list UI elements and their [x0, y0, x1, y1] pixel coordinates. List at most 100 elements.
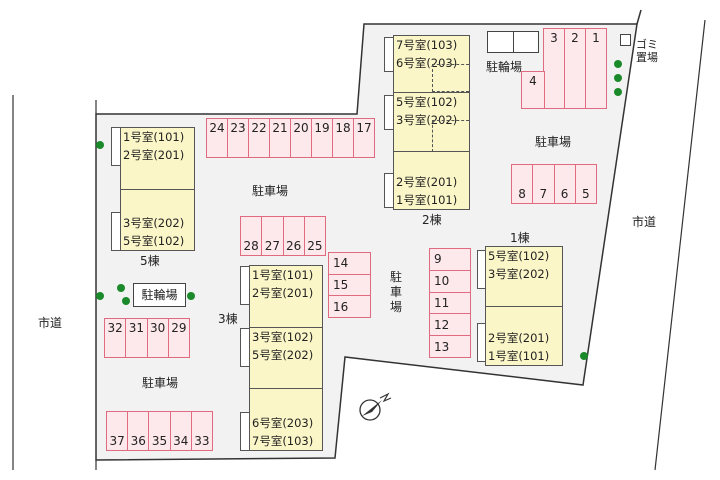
parking-stall[interactable]: 1 — [585, 28, 607, 109]
building-1: 5号室(102) 3号室(202) 2号室(201) 1号室(101) — [485, 246, 563, 366]
parking-stall[interactable]: 7 — [532, 164, 555, 204]
parking-stall[interactable]: 25 — [303, 216, 326, 256]
parking-area-label: 駐車場 — [535, 135, 572, 149]
tree-icon — [122, 297, 130, 305]
tree-icon — [187, 292, 195, 300]
balcony — [384, 173, 394, 208]
parking-stall[interactable]: 2 — [564, 28, 586, 109]
bike-parking-west: 駐輪場 — [133, 283, 186, 307]
parking-stall[interactable]: 37 — [106, 411, 129, 451]
north-arrow-icon — [359, 392, 392, 421]
parking-stall[interactable]: 4 — [521, 71, 545, 109]
building-2-label: 2棟 — [422, 213, 442, 227]
parking-stall[interactable]: 31 — [125, 318, 148, 358]
parking-stall[interactable]: 18 — [332, 118, 354, 158]
unit-label: 7号室(103) — [396, 38, 458, 52]
parking-stall[interactable]: 36 — [127, 411, 150, 451]
balcony — [384, 95, 394, 130]
building-3-label: 3棟 — [218, 312, 238, 326]
tree-icon — [614, 88, 622, 96]
unit-label: 5号室(102) — [123, 234, 185, 248]
bike-parking-label: 駐輪場 — [486, 60, 523, 74]
unit-label: 3号室(202) — [488, 267, 550, 281]
parking-stall[interactable]: 15 — [328, 273, 371, 297]
parking-stall[interactable]: 11 — [429, 291, 471, 315]
parking-stall[interactable]: 17 — [353, 118, 375, 158]
balcony — [384, 37, 394, 72]
unit-label: 1号室(101) — [396, 193, 458, 207]
parking-stall[interactable]: 32 — [104, 318, 127, 358]
tree-icon — [614, 60, 622, 68]
unit-label: 2号室(201) — [123, 148, 185, 162]
parking-stall[interactable]: 29 — [167, 318, 190, 358]
parking-stall[interactable]: 9 — [429, 248, 471, 271]
parking-stall[interactable]: 5 — [574, 164, 597, 204]
balcony — [111, 127, 121, 166]
tree-icon — [96, 292, 104, 300]
unit-label: 2号室(201) — [396, 175, 458, 189]
parking-stall[interactable]: 12 — [429, 313, 471, 337]
unit-label: 7号室(103) — [252, 434, 314, 449]
east-road-edge — [654, 19, 706, 471]
unit-label: 1号室(101) — [123, 130, 185, 144]
parking-stall[interactable]: 34 — [169, 411, 192, 451]
parking-stall[interactable]: 23 — [227, 118, 249, 158]
parking-stall[interactable]: 13 — [429, 335, 471, 358]
building-2: 7号室(103)6号室(203) 5号室(102)3号室(202) 2号室(20… — [393, 35, 470, 210]
parking-row-single: 4 — [521, 71, 545, 109]
parking-stall[interactable]: 28 — [240, 216, 263, 256]
parking-stall[interactable]: 19 — [311, 118, 333, 158]
parking-stall[interactable]: 22 — [248, 118, 270, 158]
unit-label: 2号室(201) — [488, 331, 550, 345]
unit-label: 2号室(201) — [252, 286, 314, 300]
unit-label: 5号室(102) — [488, 249, 550, 263]
balcony — [477, 323, 487, 362]
tree-icon — [96, 141, 104, 149]
unit-label: 1号室(101) — [488, 349, 550, 363]
garbage-label: ゴミ置場 — [636, 38, 658, 64]
parking-stall[interactable]: 6 — [553, 164, 576, 204]
balcony — [111, 212, 121, 251]
parking-stall[interactable]: 14 — [328, 252, 371, 275]
balcony — [477, 250, 487, 289]
unit-label: 6号室(203) — [252, 416, 314, 431]
balcony — [240, 328, 250, 367]
building-5-label: 5棟 — [140, 254, 160, 268]
balcony — [240, 266, 250, 305]
building-5: 1号室(101) 2号室(201) 3号室(202) 5号室(102) — [120, 127, 195, 251]
parking-stall[interactable]: 10 — [429, 269, 471, 293]
unit-label: 5号室(202) — [252, 347, 314, 362]
unit-label: 3号室(102) — [252, 329, 314, 344]
parking-stall[interactable]: 26 — [282, 216, 305, 256]
unit-label: 3号室(202) — [123, 216, 185, 230]
tree-icon — [117, 284, 125, 292]
parking-stall[interactable]: 24 — [206, 118, 228, 158]
parking-area-label: 駐車場 — [142, 376, 179, 390]
parking-stall[interactable]: 21 — [269, 118, 291, 158]
unit-label: 5号室(102) — [396, 94, 458, 109]
balcony — [240, 412, 250, 451]
parking-stall[interactable]: 3 — [543, 28, 565, 109]
parking-stall[interactable]: 27 — [261, 216, 284, 256]
parking-stall[interactable]: 8 — [511, 164, 534, 204]
tree-icon — [614, 74, 622, 82]
building-3: 1号室(101)2号室(201) 3号室(102)5号室(202) 6号室(20… — [249, 265, 323, 451]
parking-stall[interactable]: 33 — [190, 411, 214, 451]
parking-area-label-vertical: 駐車場 — [390, 270, 403, 314]
parking-stall[interactable]: 16 — [328, 295, 371, 319]
unit-label: 3号室(202) — [396, 112, 458, 127]
east-road-label: 市道 — [632, 215, 657, 229]
tree-icon — [580, 352, 588, 360]
parking-stall[interactable]: 35 — [148, 411, 171, 451]
west-road-label: 市道 — [38, 316, 63, 330]
parking-stall[interactable]: 30 — [146, 318, 169, 358]
bike-parking-label: 駐輪場 — [141, 288, 178, 302]
parking-stall[interactable]: 20 — [290, 118, 312, 158]
